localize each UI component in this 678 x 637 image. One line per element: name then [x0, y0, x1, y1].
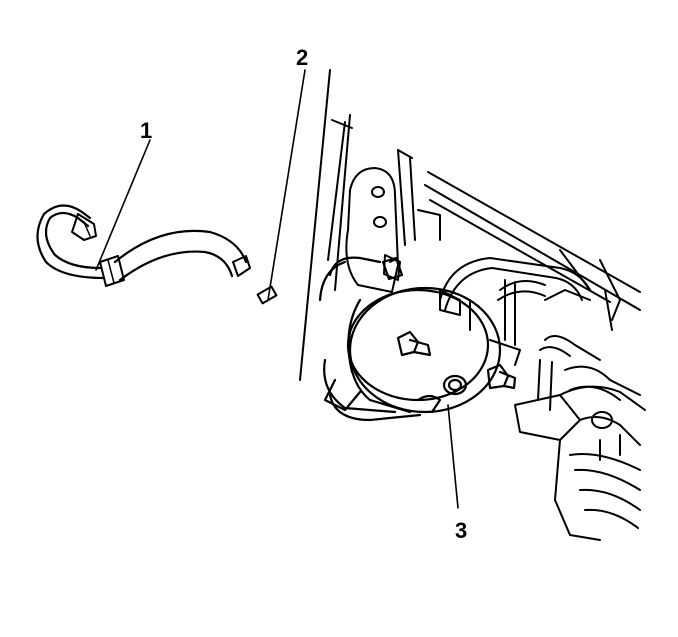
mounting-bracket	[345, 167, 401, 293]
refrigerant-lines	[439, 257, 641, 411]
ac-compressor	[318, 256, 517, 422]
callout-1: 1	[140, 118, 152, 143]
callout-2: 2	[296, 45, 308, 70]
retainer-clip	[256, 285, 278, 305]
leader-line-1	[95, 139, 151, 271]
callout-3: 3	[455, 518, 467, 543]
engine-components	[514, 385, 646, 541]
leader-line-2	[267, 69, 306, 301]
hose-assembly	[36, 204, 251, 287]
leader-line-3	[447, 404, 459, 509]
vehicle-frame	[299, 69, 641, 381]
leader-lines	[95, 69, 459, 509]
